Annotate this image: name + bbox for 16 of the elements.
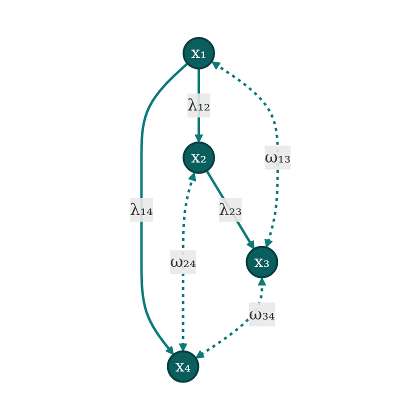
node-circle: x₁ <box>182 37 215 70</box>
arrow <box>195 277 266 359</box>
arrow <box>140 62 188 356</box>
edge-label: ω₂₄ <box>170 252 196 272</box>
edge-label: λ₁₄ <box>130 200 153 219</box>
node-circle: x₂ <box>182 142 215 174</box>
node-circle: x₄ <box>166 350 199 383</box>
arrow <box>205 170 254 250</box>
node-circle: x₃ <box>245 246 278 278</box>
arrow <box>178 172 196 352</box>
arrow <box>194 68 203 143</box>
arrow <box>211 62 279 248</box>
edge-label: ω₁₃ <box>264 148 290 167</box>
edge-label: λ₂₃ <box>218 200 242 219</box>
edge-label: λ₁₂ <box>186 96 210 115</box>
edge-label: ω₃₄ <box>248 304 275 324</box>
